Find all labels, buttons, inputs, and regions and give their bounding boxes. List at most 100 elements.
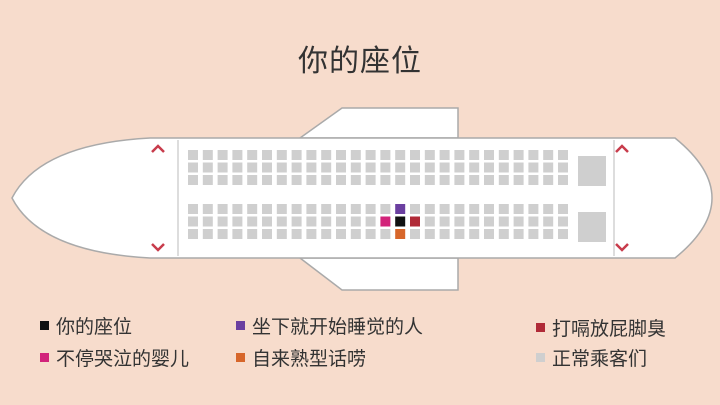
seat bbox=[380, 175, 391, 185]
seat bbox=[454, 150, 465, 160]
seat bbox=[262, 216, 272, 227]
seat bbox=[528, 229, 539, 239]
page-title: 你的座位 bbox=[298, 44, 422, 79]
seat bbox=[454, 216, 465, 227]
exit-arrow-front-top bbox=[151, 144, 165, 153]
seat bbox=[543, 162, 554, 173]
seat bbox=[202, 216, 213, 227]
seat bbox=[217, 229, 228, 239]
seat bbox=[291, 150, 302, 160]
legend-swatch-talker bbox=[236, 353, 245, 362]
seat-you bbox=[395, 216, 406, 227]
seat bbox=[291, 216, 302, 227]
seat bbox=[247, 204, 258, 214]
seat bbox=[217, 204, 228, 214]
seat bbox=[395, 162, 406, 173]
seat bbox=[543, 229, 554, 239]
legend-swatch-normal bbox=[536, 353, 545, 362]
seat bbox=[321, 175, 332, 185]
seat bbox=[232, 175, 243, 185]
seat bbox=[513, 150, 524, 160]
legend-item-talker: 自来熟型话唠 bbox=[236, 344, 366, 371]
seat bbox=[395, 150, 406, 160]
seat bbox=[558, 216, 568, 227]
seat bbox=[336, 229, 346, 239]
seat bbox=[380, 204, 391, 214]
seat bbox=[528, 162, 539, 173]
seat bbox=[380, 150, 391, 160]
seat bbox=[306, 229, 317, 239]
seat bbox=[321, 229, 332, 239]
seat bbox=[395, 175, 406, 185]
seat bbox=[350, 162, 361, 173]
lower-wing bbox=[297, 257, 459, 291]
seat bbox=[484, 162, 494, 173]
exit-arrow-rear-bottom bbox=[615, 243, 629, 252]
seat bbox=[528, 175, 539, 185]
seat bbox=[232, 216, 243, 227]
seat bbox=[336, 175, 346, 185]
seat bbox=[247, 229, 258, 239]
seat bbox=[350, 229, 361, 239]
seat bbox=[365, 216, 376, 227]
seat bbox=[262, 229, 272, 239]
seat bbox=[439, 162, 450, 173]
seat bbox=[188, 175, 198, 185]
seat-talker bbox=[395, 229, 406, 239]
exit-arrow-rear-top bbox=[615, 144, 629, 153]
seat bbox=[202, 175, 213, 185]
seat bbox=[247, 216, 258, 227]
seat bbox=[350, 150, 361, 160]
legend-item-farter: 打嗝放屁脚臭 bbox=[536, 314, 666, 341]
seat bbox=[262, 175, 272, 185]
seat bbox=[469, 216, 480, 227]
seat bbox=[498, 204, 509, 214]
seat bbox=[262, 162, 272, 173]
seat bbox=[276, 150, 287, 160]
seat bbox=[424, 150, 435, 160]
seat bbox=[276, 162, 287, 173]
legend-label-talker: 自来熟型话唠 bbox=[252, 348, 367, 370]
seat bbox=[469, 175, 480, 185]
legend-label-normal: 正常乘客们 bbox=[552, 348, 648, 370]
seat bbox=[262, 150, 272, 160]
seat bbox=[469, 150, 480, 160]
seat bbox=[410, 150, 420, 160]
legend-label-sleeper: 坐下就开始睡觉的人 bbox=[252, 316, 424, 338]
rear-galley-bottom bbox=[578, 212, 606, 242]
legend-label-you: 你的座位 bbox=[56, 316, 133, 338]
seat bbox=[558, 229, 568, 239]
seat bbox=[217, 150, 228, 160]
seat bbox=[321, 150, 332, 160]
seat bbox=[558, 150, 568, 160]
exit-arrow-front-bottom bbox=[151, 243, 165, 252]
seat bbox=[454, 162, 465, 173]
seat bbox=[424, 216, 435, 227]
seat bbox=[336, 204, 346, 214]
seat bbox=[424, 229, 435, 239]
seat bbox=[336, 216, 346, 227]
seat bbox=[439, 204, 450, 214]
seat bbox=[247, 162, 258, 173]
seat bbox=[469, 229, 480, 239]
seat bbox=[232, 204, 243, 214]
seat bbox=[528, 150, 539, 160]
seat-baby bbox=[380, 216, 391, 227]
seat-sleeper bbox=[395, 204, 406, 214]
seat-farter bbox=[410, 216, 420, 227]
rear-galley-top bbox=[578, 156, 606, 186]
seat bbox=[217, 175, 228, 185]
seat bbox=[217, 162, 228, 173]
legend-item-baby: 不停哭泣的婴儿 bbox=[40, 344, 189, 371]
seat bbox=[454, 204, 465, 214]
seat bbox=[365, 229, 376, 239]
seat bbox=[336, 150, 346, 160]
seat bbox=[454, 229, 465, 239]
seat bbox=[350, 175, 361, 185]
seat bbox=[188, 150, 198, 160]
seat bbox=[276, 204, 287, 214]
seat bbox=[365, 150, 376, 160]
legend-item-normal: 正常乘客们 bbox=[536, 344, 647, 371]
